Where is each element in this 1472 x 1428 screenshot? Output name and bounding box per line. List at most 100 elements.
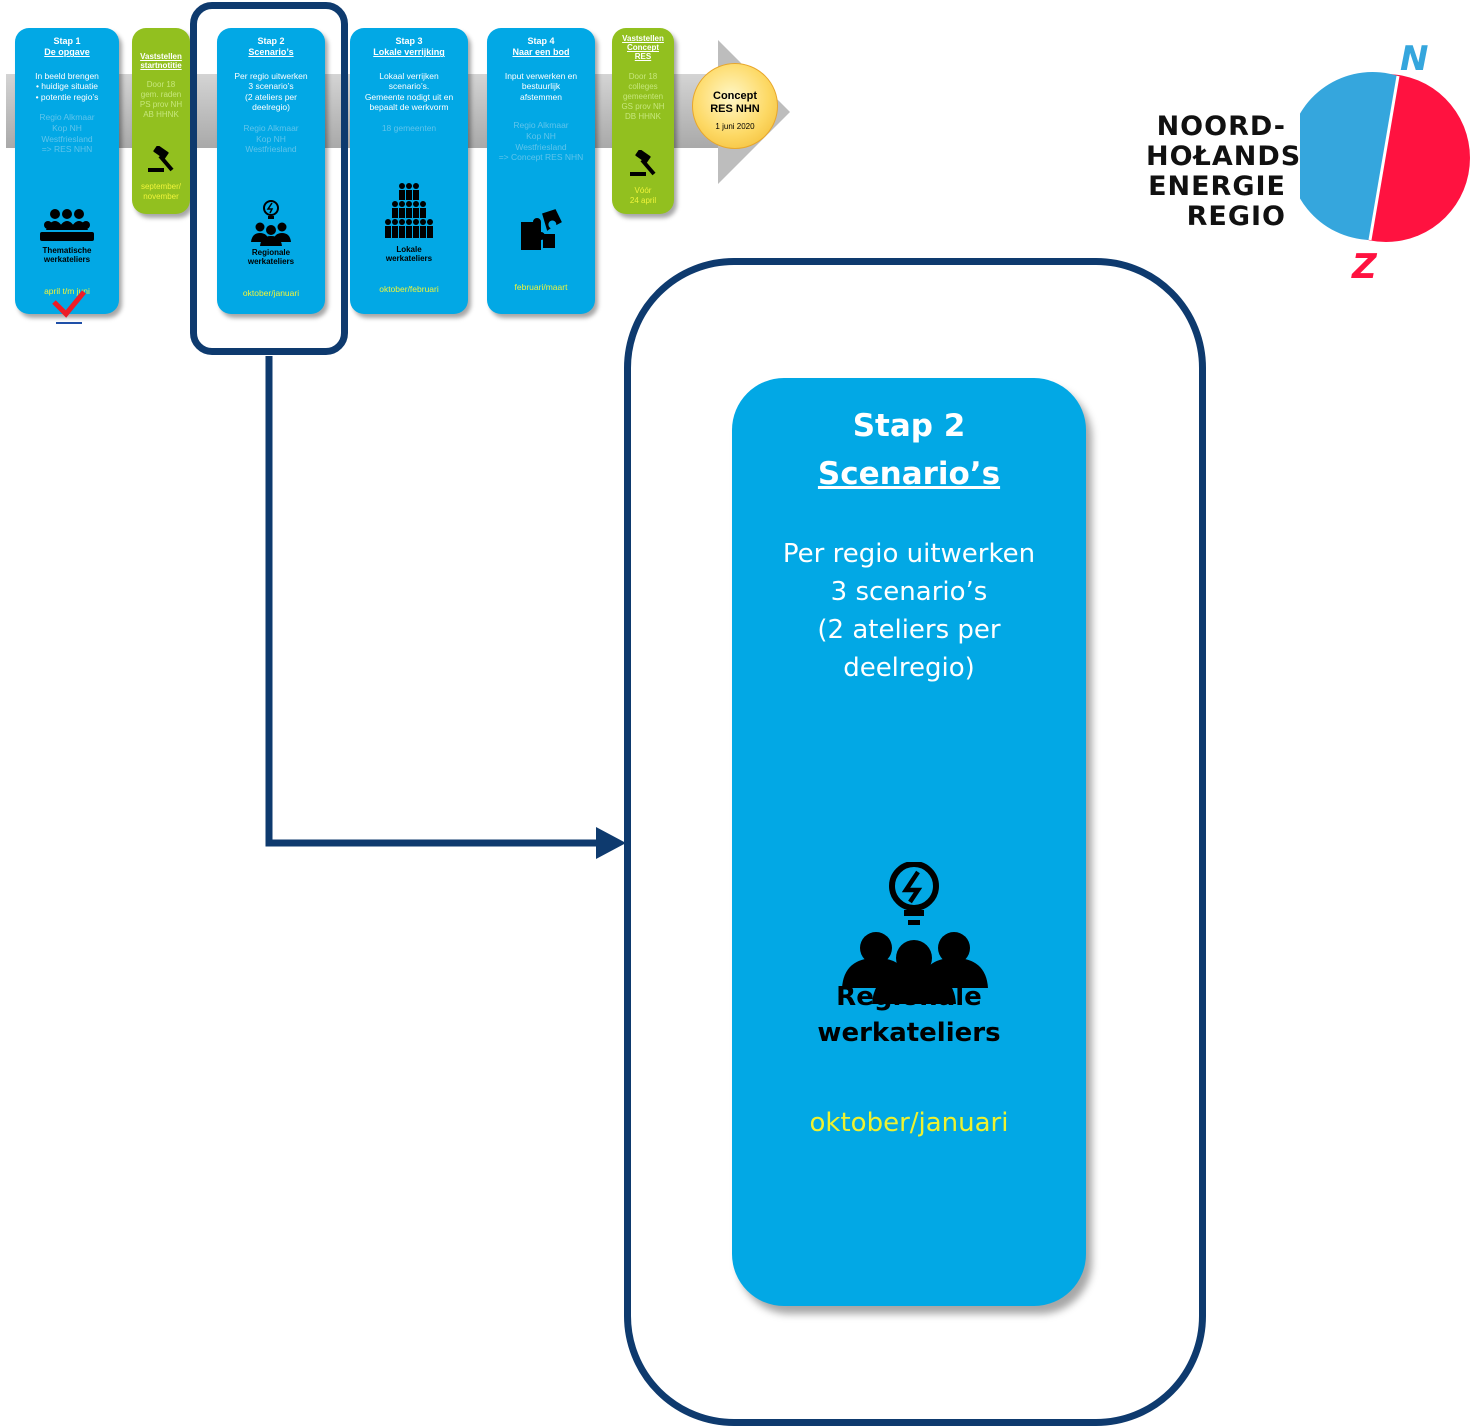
workshop-line: werkateliers (247, 256, 295, 266)
zoom-title: Scenario’s (817, 456, 1001, 492)
concept-label: Concept RES NHN (693, 90, 777, 116)
logo-wordmark: NOORD- HOŁANDSE ENERGIE REGIO (1146, 112, 1321, 232)
region-line: => Concept RES NHN (498, 152, 584, 163)
desc-line: gemeenten (622, 91, 664, 101)
startnotitie-desc: Door 18 gem. raden PS prov NH AB HHNK (132, 80, 190, 120)
concept-res-desc: Door 18 colleges gemeenten GS prov NH DB… (612, 72, 674, 122)
step3-title: Lokale verrijking (373, 47, 445, 58)
region-line: Westfriesland (515, 141, 567, 152)
step2-period: oktober/januari (242, 288, 300, 298)
step1-workshop-label: Thematische werkateliers (15, 246, 119, 265)
step4-desc: Input verwerken en bestuurlijk afstemmen (487, 71, 595, 103)
step3-regions: 18 gemeenten (350, 123, 468, 134)
lightbulb-people-icon (842, 862, 988, 1004)
crowd-icon (385, 183, 433, 238)
desc-line: deelregio) (843, 653, 975, 683)
step4-regions: Regio Alkmaar Kop NH Westfriesland => Co… (487, 120, 595, 163)
logo-line: REGIO (1186, 201, 1286, 232)
desc-line: Lokaal verrijken (379, 70, 439, 81)
desc-line: gem. raden (140, 90, 182, 100)
startnotitie-period: september/ november (132, 182, 190, 202)
desc-line: deelregio) (252, 102, 290, 113)
region-line: 18 gemeenten (381, 123, 437, 133)
gavel-icon (148, 146, 174, 172)
south-label: Z (1351, 247, 1378, 284)
desc-line: Input verwerken en (504, 70, 578, 81)
concept-res-period: Vóór 24 april (612, 186, 674, 206)
region-line: Westfriesland (245, 144, 297, 155)
step3-number: Stap 3 (395, 36, 423, 46)
step2-regions: Regio Alkmaar Kop NH Westfriesland (217, 123, 325, 155)
step4-title: Naar een bod (512, 47, 570, 58)
logo-line: HOŁANDSE (1146, 141, 1321, 172)
desc-line: (2 ateliers per (245, 91, 297, 102)
desc-line: Gemeente nodigt uit en (364, 91, 454, 102)
step1-card: Stap 1 De opgave In beeld brengen • huid… (15, 28, 119, 314)
region-line: Kop NH (52, 123, 82, 133)
period-line: Vóór (634, 186, 652, 195)
step2-number: Stap 2 (257, 36, 285, 46)
desc-line: afstemmen (519, 91, 563, 102)
workshop-line: werkateliers (385, 253, 433, 263)
concept-line: Concept (713, 90, 757, 102)
step4-card: Stap 4 Naar een bod Input verwerken en b… (487, 28, 595, 314)
region-line: Kop NH (526, 131, 556, 141)
period-line: 24 april (629, 196, 657, 205)
desc-line: Per regio uitwerken (782, 539, 1036, 569)
check-icon (52, 290, 86, 324)
step2-desc: Per regio uitwerken 3 scenario’s (2 atel… (217, 71, 325, 114)
step1-title: De opgave (44, 47, 90, 58)
logo-line: ENERGIE (1148, 171, 1286, 202)
step1-desc-line: • huidige situatie (35, 81, 99, 92)
title-line: Vaststellen (140, 52, 182, 61)
zoom-step-number: Stap 2 (852, 408, 966, 444)
desc-line: DB HHNK (624, 111, 661, 121)
concept-res-milestone: Concept RES NHN 1 juni 2020 (692, 63, 778, 149)
zoom-period: oktober/januari (809, 1108, 1009, 1138)
step3-workshop-label: Lokale werkateliers (350, 245, 468, 264)
region-line: => RES NHN (41, 144, 93, 155)
desc-line: PS prov NH (139, 100, 183, 110)
period-line: november (143, 192, 179, 201)
workshop-line: werkateliers (43, 254, 91, 264)
region-line: Regio Alkmaar (513, 120, 569, 131)
desc-line: 3 scenario’s (830, 577, 988, 607)
desc-line: (2 ateliers per (817, 615, 1001, 645)
period-line: september/ (140, 182, 182, 191)
title-line: RES (634, 52, 652, 62)
step3-desc: Lokaal verrijken scenario’s. Gemeente no… (350, 71, 468, 114)
concept-line: RES NHN (710, 103, 760, 116)
desc-line: GS prov NH (621, 101, 665, 111)
desc-line: 3 scenario’s (248, 81, 294, 92)
step4-period: februari/maart (514, 282, 568, 292)
desc-line: AB HHNK (143, 110, 179, 120)
region-line: Regio Alkmaar (243, 123, 299, 133)
north-label: N (1400, 39, 1428, 79)
startnotitie-card: Vaststellen startnotitie Door 18 gem. ra… (132, 28, 190, 214)
workshop-line: Regionale (251, 248, 291, 257)
zoomed-step2-card: Stap 2 Scenario’s Per regio uitwerken 3 … (732, 378, 1086, 1306)
people-group-icon (40, 209, 94, 241)
region-line: Kop NH (256, 133, 286, 144)
step1-desc: In beeld brengen • huidige situatie • po… (15, 71, 119, 103)
lightbulb-people-icon (251, 200, 291, 246)
step1-desc-line: • potentie regio’s (35, 91, 99, 102)
title-line: Concept (627, 43, 659, 53)
step2-title: Scenario’s (248, 47, 294, 58)
workshop-line: Thematische (42, 246, 92, 255)
desc-line: bestuurlijk (521, 81, 561, 92)
step3-card: Stap 3 Lokale verrijking Lokaal verrijke… (350, 28, 468, 314)
step2-highlight-frame (190, 2, 348, 355)
startnotitie-title: Vaststellen startnotitie (132, 52, 190, 70)
region-line: Regio Alkmaar (39, 112, 95, 123)
desc-line: Door 18 (146, 80, 176, 90)
zoom-frame (624, 258, 1206, 1426)
desc-line: bepaalt de werkvorm (369, 102, 449, 113)
desc-line: scenario’s. (388, 81, 430, 92)
gavel-icon (630, 150, 656, 176)
title-line: Vaststellen (622, 34, 664, 43)
region-line: Westfriesland (41, 133, 93, 144)
step1-desc-line: In beeld brengen (35, 70, 99, 81)
desc-line: Per regio uitwerken (234, 70, 308, 81)
